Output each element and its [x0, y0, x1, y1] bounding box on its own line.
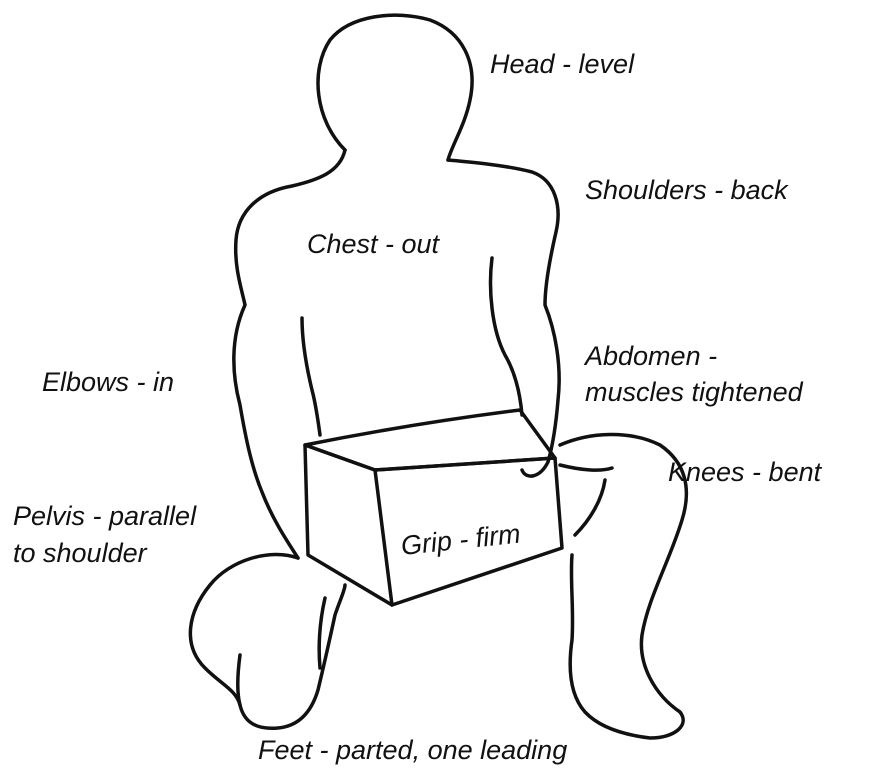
head-label: Head - level	[490, 48, 634, 80]
elbows-label: Elbows - in	[42, 366, 174, 398]
pelvis-label-line1: Pelvis - parallel	[13, 500, 196, 532]
box-front-edge	[375, 470, 392, 605]
pelvis-label-line2: to shoulder	[13, 537, 147, 569]
knees-label: Knees - bent	[668, 456, 821, 488]
feet-label: Feet - parted, one leading	[258, 734, 567, 766]
abdomen-label-line2: muscles tightened	[585, 376, 803, 408]
abdomen-label-line1: Abdomen -	[585, 340, 717, 372]
right-inner-arm-line	[491, 258, 522, 415]
head-outline	[318, 15, 472, 160]
left-foot-line	[238, 598, 325, 705]
left-inner-arm-line	[302, 318, 320, 435]
box-top-face	[305, 410, 555, 470]
right-thigh-line	[560, 465, 612, 535]
right-arm-outline	[448, 160, 559, 476]
chest-label: Chest - out	[307, 228, 439, 260]
box-front-face	[305, 445, 562, 605]
shoulders-label: Shoulders - back	[585, 174, 788, 206]
left-arm-outline	[234, 150, 345, 558]
left-leg-outline	[190, 554, 345, 728]
